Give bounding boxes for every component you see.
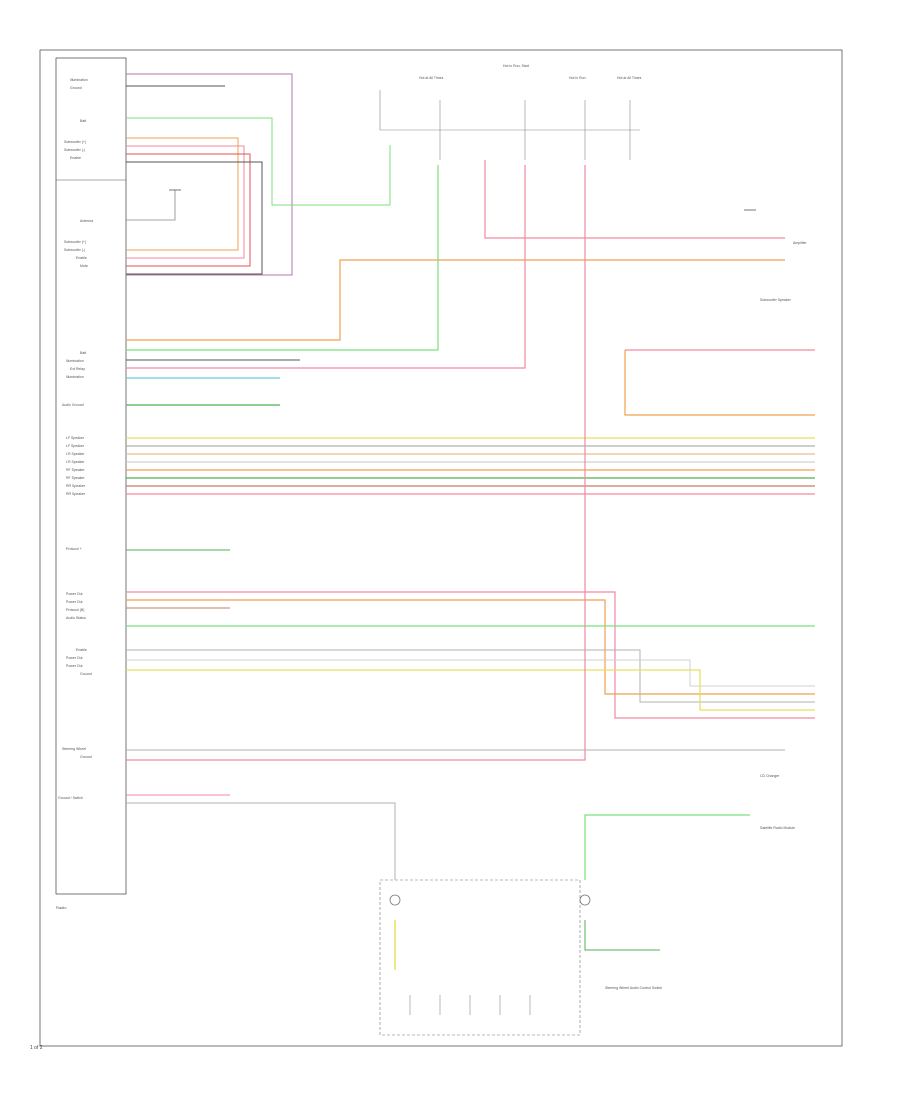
pin-label-illumination: Illumination xyxy=(70,78,88,82)
wire-black-enable xyxy=(126,161,263,275)
wire-yellow-power-out xyxy=(126,669,815,711)
pin-label-protocol: Protocol + xyxy=(66,547,82,551)
pin-label-steering-wheel: Steering Wheel xyxy=(62,747,86,751)
pin-label-ground: Ground xyxy=(70,86,82,90)
fuse-label-2: Hot in Run, Start xyxy=(503,64,529,68)
pin-label-ground-switch: Ground / Switch xyxy=(58,796,83,800)
pin-label-enable: Enable xyxy=(70,156,81,160)
wire-violet-illum xyxy=(126,73,293,276)
right-label-cd-changer: CD Changer xyxy=(760,774,780,778)
bottom-label-switch: Steering Wheel Audio Control Switch xyxy=(605,986,663,990)
right-label-subwoofer: Subwoofer Speaker xyxy=(760,298,791,302)
wire-ltgreen-batt xyxy=(126,117,391,206)
wire-red-enable xyxy=(126,153,251,267)
pin-label-sub-pos-2: Subwoofer (+) xyxy=(64,240,87,244)
wire-orange-sub xyxy=(624,350,815,416)
pin-label-illum-3: Illumination xyxy=(66,375,84,379)
wire-ltgreen-batt2 xyxy=(126,165,439,351)
fuse-label-1: Hot at All Times xyxy=(419,76,444,80)
pin-label-rr-speaker-2: RR Speaker xyxy=(66,492,86,496)
radio-module-box xyxy=(55,57,127,895)
pin-label-batt-2: Batt xyxy=(80,351,87,355)
fuse-bus xyxy=(379,90,640,131)
pin-label-antenna: Antenna xyxy=(80,219,94,223)
pin-label-audio-ground: Audio Ground xyxy=(62,403,84,407)
radio-frame-label: Radio xyxy=(56,905,67,910)
pin-label-power-out-1: Power Out xyxy=(66,592,83,596)
wire-pink-sub-neg xyxy=(126,145,245,259)
pin-label-lr-speaker-1: LR Speaker xyxy=(66,452,85,456)
pin-label-lf-speaker-2: LF Speaker xyxy=(66,444,85,448)
pin-label-protocol-b: Protocol (B) xyxy=(66,608,85,612)
pin-label-rf-speaker-1: RF Speaker xyxy=(66,468,85,472)
switch-connector-right xyxy=(579,894,591,906)
pin-label-rf-speaker-2: RF Speaker xyxy=(66,476,85,480)
pin-label-ext-relay: Ext Relay xyxy=(70,367,85,371)
pin-label-rr-speaker-1: RR Speaker xyxy=(66,484,86,488)
wire-gray-enable xyxy=(126,649,815,703)
right-label-amplifier: Amplifier xyxy=(793,241,807,245)
wire-pink-ext-relay xyxy=(126,165,526,369)
fuse-label-4: Hot at All Times xyxy=(617,76,642,80)
pin-label-lf-speaker-1: LF Speaker xyxy=(66,436,85,440)
wire-orange-sub-pos xyxy=(126,137,239,251)
right-label-satellite: Satellite Radio Module xyxy=(760,826,796,830)
pin-label-lr-speaker-2: LR Speaker xyxy=(66,460,85,464)
wire-orange-amp xyxy=(126,259,785,341)
footnote: 1 of 2 xyxy=(30,1045,43,1051)
wire-gray-ground-switch xyxy=(126,802,396,880)
outer-frame xyxy=(39,49,843,1047)
wire-ltgreen-satellite xyxy=(584,814,750,880)
wire-pink-power-out xyxy=(126,591,815,719)
pin-label-power-out-4: Power Out xyxy=(66,664,83,668)
pin-label-ground-3: Ground xyxy=(80,755,92,759)
switch-box xyxy=(379,879,581,1036)
wire-white-power-out xyxy=(126,659,815,687)
pin-label-batt: Batt xyxy=(80,119,87,123)
pin-label-power-out-2: Power Out xyxy=(66,600,83,604)
switch-connector-left xyxy=(389,894,401,906)
pin-label-enable-3: Enable xyxy=(76,648,87,652)
wire-pink-steering xyxy=(126,165,586,761)
pin-label-subwoofer-pos: Subwoofer (+) xyxy=(64,140,87,144)
wire-pink-amp xyxy=(484,160,785,239)
pin-label-mute: Mute xyxy=(80,264,88,268)
pin-label-power-out-3: Power Out xyxy=(66,656,83,660)
pin-label-audio-status: Audio Status xyxy=(66,616,86,620)
wire-dkgreen-switch xyxy=(584,920,660,951)
pin-label-illum-2: Illumination xyxy=(66,359,84,363)
pin-label-enable-2: Enable xyxy=(76,256,87,260)
fuse-label-3: Hot in Run xyxy=(569,76,586,80)
wire-antenna xyxy=(126,190,176,221)
pin-label-sub-neg-2: Subwoofer (-) xyxy=(64,248,86,252)
pin-label-ground-2: Ground xyxy=(80,672,92,676)
pin-label-subwoofer-neg: Subwoofer (-) xyxy=(64,148,86,152)
wire-orange-power-out xyxy=(126,599,815,695)
